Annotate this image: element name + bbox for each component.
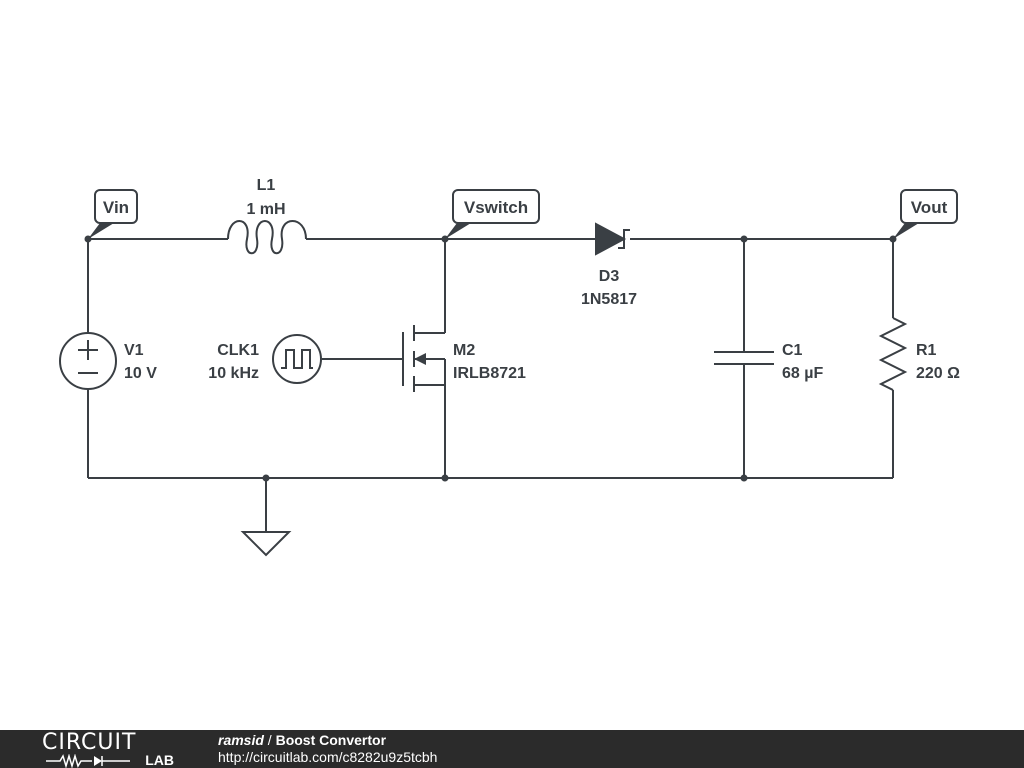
mosfet-m2[interactable] xyxy=(402,325,446,392)
m2-name: M2 xyxy=(453,342,475,359)
node-flag-vout[interactable]: Vout xyxy=(893,189,958,239)
circuit-meta: ramsid / Boost Convertor http://circuitl… xyxy=(218,732,437,766)
r1-name: R1 xyxy=(916,342,937,359)
node-flag-vin[interactable]: Vin xyxy=(88,189,138,239)
node-flag-vswitch[interactable]: Vswitch xyxy=(445,189,540,239)
clk1-name: CLK1 xyxy=(217,342,259,359)
clock-source-clk1[interactable] xyxy=(272,334,322,384)
d3-value: 1N5817 xyxy=(581,291,637,308)
c1-name: C1 xyxy=(782,342,803,359)
voltage-source-v1[interactable] xyxy=(59,332,117,390)
schematic-canvas: Vin Vswitch Vout L1 1 mH D3 1N5817 V1 10… xyxy=(59,177,960,557)
junction-dot xyxy=(740,235,748,243)
clk1-value: 10 kHz xyxy=(208,365,259,382)
circuit-url[interactable]: http://circuitlab.com/c8282u9z5tcbh xyxy=(218,749,438,765)
logo-top-text: CIRCUIT xyxy=(42,730,137,755)
m2-value: IRLB8721 xyxy=(453,365,526,382)
footer-bar: CIRCUIT LAB ramsid / Boost Convertor htt… xyxy=(0,730,1024,768)
author-link[interactable]: ramsid xyxy=(218,732,264,748)
r1-value: 220 Ω xyxy=(916,365,960,382)
circuit-title[interactable]: Boost Convertor xyxy=(275,732,387,748)
resistor-r1[interactable] xyxy=(878,317,908,391)
node-label-vout: Vout xyxy=(911,198,948,217)
node-label-vswitch: Vswitch xyxy=(464,198,528,217)
ground-icon xyxy=(240,531,292,557)
capacitor-c1[interactable] xyxy=(714,351,774,365)
circuitlab-logo[interactable]: CIRCUIT LAB xyxy=(42,730,174,768)
junction-dot xyxy=(262,474,270,482)
c1-value: 68 µF xyxy=(782,365,823,382)
diode-d3[interactable] xyxy=(595,222,630,256)
l1-value: 1 mH xyxy=(246,201,285,218)
inductor-l1[interactable] xyxy=(227,220,307,255)
junction-dot xyxy=(740,474,748,482)
logo-bottom-text: LAB xyxy=(145,752,174,768)
junction-dot xyxy=(441,474,449,482)
v1-value: 10 V xyxy=(124,365,157,382)
d3-name: D3 xyxy=(599,268,620,285)
node-label-vin: Vin xyxy=(103,198,129,217)
v1-name: V1 xyxy=(124,342,144,359)
l1-name: L1 xyxy=(257,177,276,194)
logo-circuit-icon xyxy=(46,754,130,768)
meta-separator: / xyxy=(263,732,276,748)
